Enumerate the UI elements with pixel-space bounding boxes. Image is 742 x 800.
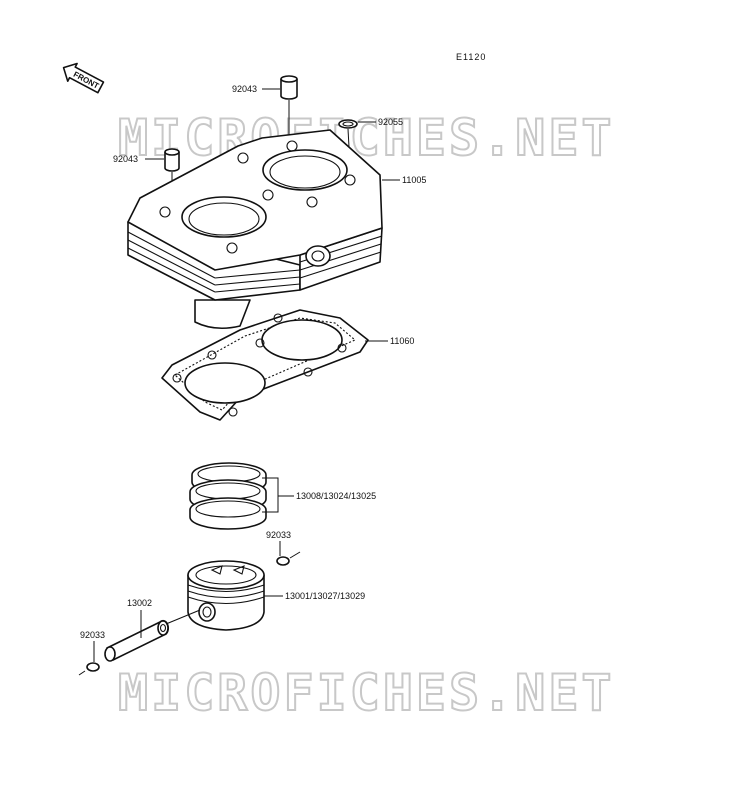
label-gasket: 11060	[390, 336, 414, 346]
piston-rings	[189, 462, 267, 530]
front-arrow-icon: FRONT	[62, 62, 105, 94]
diagram-code: E1120	[456, 52, 486, 62]
piston-pin	[104, 619, 170, 662]
piston	[187, 560, 265, 631]
watermark-bottom: MICROFICHES.NET	[118, 664, 615, 722]
label-dowel-top: 92043	[232, 84, 257, 94]
label-oring: 92055	[378, 117, 403, 127]
label-clip-right: 92033	[266, 530, 291, 540]
dowel-pin-top	[280, 75, 298, 100]
o-ring	[338, 119, 358, 129]
watermark-top: MICROFICHES.NET	[118, 109, 615, 167]
label-piston: 13001/13027/13029	[285, 591, 365, 601]
circlip-left	[86, 662, 100, 672]
cylinder-block	[127, 129, 383, 330]
label-pin: 13002	[127, 598, 152, 608]
circlip-right	[276, 556, 290, 566]
head-gasket	[161, 309, 369, 421]
label-dowel-left: 92043	[113, 154, 138, 164]
label-cylinder: 11005	[402, 175, 426, 185]
label-clip-left: 92033	[80, 630, 105, 640]
dowel-pin-left	[164, 148, 180, 172]
label-rings: 13008/13024/13025	[296, 491, 376, 501]
